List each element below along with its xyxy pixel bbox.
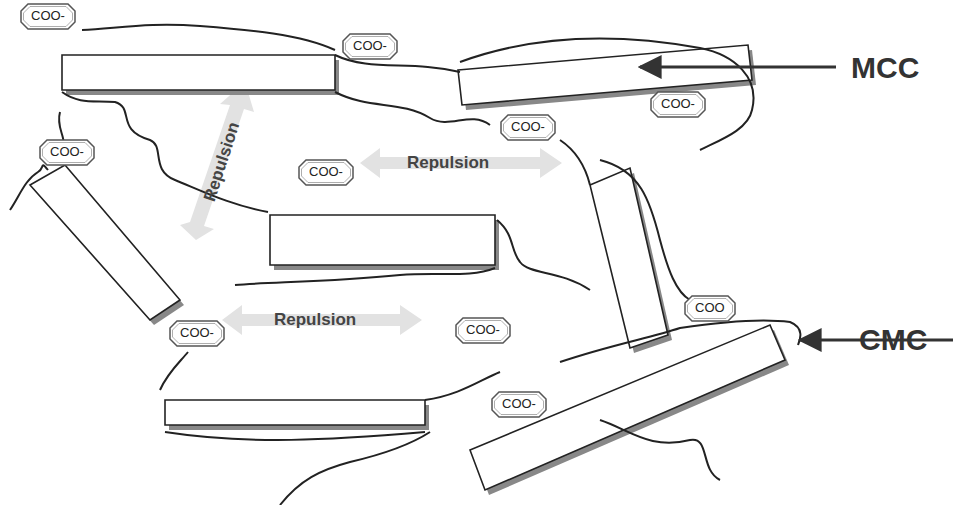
octagon-shape xyxy=(456,318,510,343)
cmc-chains xyxy=(10,25,800,505)
carboxylate-octagon: COO- xyxy=(39,139,95,166)
octagon-inner xyxy=(654,95,703,115)
octagon-inner xyxy=(173,324,222,344)
cmc-chain xyxy=(460,39,753,150)
octagon-inner xyxy=(504,118,553,138)
carboxylate-octagon: COO- xyxy=(20,3,76,30)
mcc-pointer xyxy=(640,66,836,69)
carboxylate-octagon: COO- xyxy=(169,320,225,347)
octagon-shape xyxy=(21,4,75,29)
group-label: COO- xyxy=(309,165,343,179)
group-label: COO- xyxy=(511,120,545,134)
force-label: Repulsion xyxy=(199,117,245,207)
group-label: COO- xyxy=(31,9,65,23)
mcc-rod xyxy=(62,55,335,90)
mcc-rod xyxy=(470,325,785,490)
mcc-rods xyxy=(30,45,789,495)
material-label: MCC xyxy=(851,51,919,85)
octagon-inner xyxy=(24,7,73,27)
octagon-shape xyxy=(651,92,705,117)
carboxylate-octagon: COO- xyxy=(500,114,556,141)
group-label: COO- xyxy=(50,145,84,159)
force-label: Repulsion xyxy=(271,310,359,330)
mcc-rod xyxy=(590,168,668,348)
group-label: COO- xyxy=(502,397,536,411)
cmc-chain xyxy=(82,25,335,50)
octagon-inner xyxy=(459,321,508,341)
group-label: COO xyxy=(695,301,725,315)
group-label: COO- xyxy=(353,39,387,53)
carboxylate-octagon: COO- xyxy=(650,91,706,118)
cmc-chain xyxy=(10,165,48,210)
cmc-chain xyxy=(335,92,490,125)
carboxylate-octagon: COO- xyxy=(491,391,547,418)
octagon-shape xyxy=(343,34,397,59)
octagon-inner xyxy=(495,395,544,415)
repulsion-arrow xyxy=(180,82,254,240)
group-label: COO- xyxy=(466,323,500,337)
cmc-chain xyxy=(560,140,590,185)
carboxylate-octagon: COO xyxy=(684,295,736,322)
carboxylate-octagon: COO- xyxy=(455,317,511,344)
repulsion-arrow xyxy=(222,305,422,335)
group-label: COO- xyxy=(180,326,214,340)
octagon-shape xyxy=(501,115,555,140)
cmc-chain xyxy=(235,268,495,285)
octagon-inner xyxy=(688,299,733,319)
octagon-inner xyxy=(43,143,92,163)
carboxylate-octagon: COO- xyxy=(298,159,354,186)
octagon-shape xyxy=(492,392,546,417)
mcc-rod xyxy=(165,400,425,425)
octagon-shape xyxy=(40,140,94,165)
cmc-chain xyxy=(600,160,690,300)
group-label: COO- xyxy=(661,97,695,111)
octagon-shape xyxy=(299,160,353,185)
pointer-arrows xyxy=(640,67,953,340)
repulsion-arrows xyxy=(180,82,562,335)
octagon-inner xyxy=(302,163,351,183)
material-label: CMC xyxy=(859,323,927,357)
cmc-chain xyxy=(165,432,425,440)
octagon-inner xyxy=(346,37,395,57)
cmc-chain xyxy=(600,420,720,480)
mcc-rod xyxy=(458,45,752,105)
cmc-chain xyxy=(425,372,500,400)
repulsion-arrow xyxy=(360,148,562,178)
mcc-rod xyxy=(270,215,495,265)
carboxylate-octagon: COO- xyxy=(342,33,398,60)
force-label: Repulsion xyxy=(404,153,492,173)
octagon-shape xyxy=(170,321,224,346)
mcc-rod xyxy=(30,165,180,320)
octagon-shape xyxy=(685,296,735,321)
cmc-chain xyxy=(497,220,590,290)
cmc-chain xyxy=(560,320,800,362)
cmc-chain xyxy=(160,352,188,390)
cmc-chain xyxy=(280,432,430,505)
